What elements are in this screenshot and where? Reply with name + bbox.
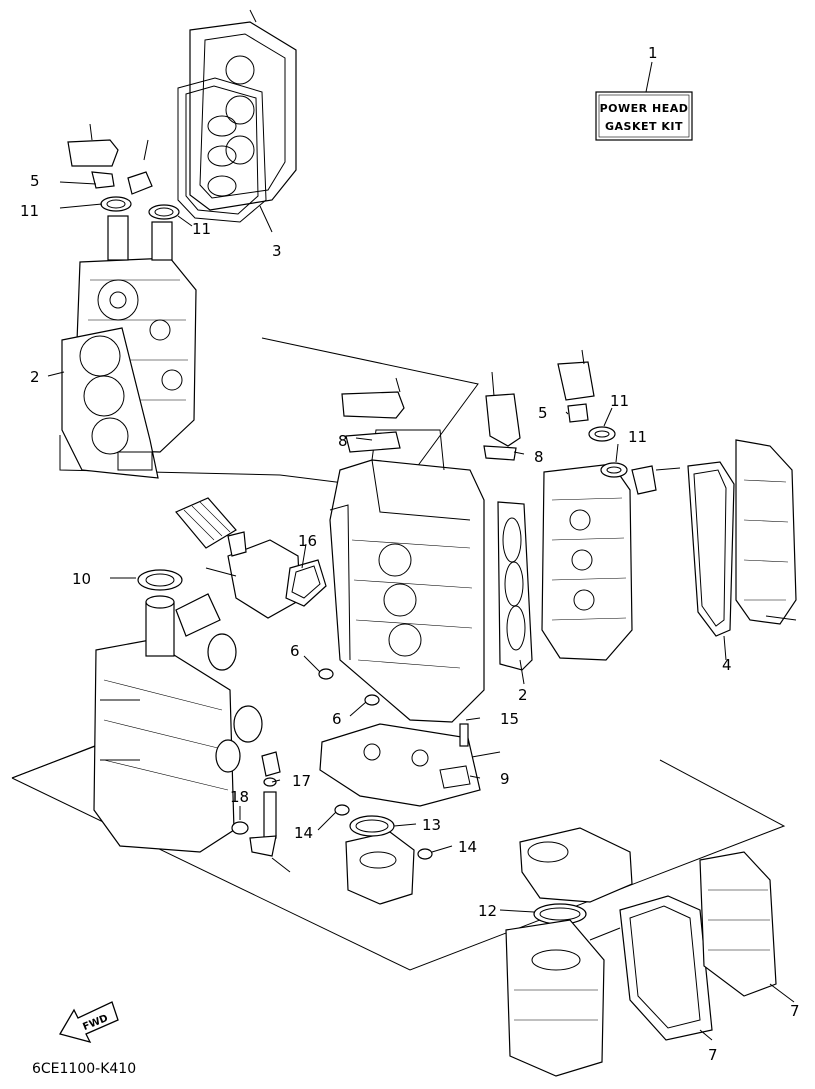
right-small-sensor xyxy=(631,465,681,495)
callout-14-right: 14 xyxy=(458,838,477,856)
callout-2-left: 2 xyxy=(30,368,40,386)
callout-15: 15 xyxy=(500,710,519,728)
o-rings-14 xyxy=(334,804,433,860)
callout-11-upper-right: 11 xyxy=(192,220,211,238)
lower-crankcase xyxy=(93,639,235,853)
callout-3: 3 xyxy=(272,242,282,260)
crankcase-gasket-9 xyxy=(319,723,481,807)
center-top-sensors xyxy=(341,371,521,461)
kit-box-line1: POWER HEAD xyxy=(600,102,689,115)
callout-13: 13 xyxy=(422,816,441,834)
callout-6-lower: 6 xyxy=(332,710,342,728)
kit-box-line2: GASKET KIT xyxy=(605,120,683,133)
right-sensor-5 xyxy=(567,403,589,423)
callout-1: 1 xyxy=(648,44,658,62)
intake-manifold-7b xyxy=(589,851,777,997)
upper-left-sensor xyxy=(67,123,153,195)
callout-12: 12 xyxy=(478,902,497,920)
right-oil-seal-a xyxy=(588,426,616,442)
callout-5-right: 5 xyxy=(538,404,548,422)
callout-16: 16 xyxy=(298,532,317,550)
callout-8-right: 8 xyxy=(534,448,544,466)
crankcase-block xyxy=(329,429,485,723)
oil-seal-10 xyxy=(137,569,183,591)
upper-left-oil-seal-b xyxy=(148,204,180,220)
exhaust-cover-gasket-4 xyxy=(687,461,735,637)
callout-11-mid-a: 11 xyxy=(610,392,629,410)
gasket-kit-box: POWER HEAD GASKET KIT xyxy=(595,91,693,141)
diagram-code: 6CE1100-K410 xyxy=(32,1061,136,1077)
throttle-body xyxy=(519,827,633,903)
thermostat-gasket-16 xyxy=(285,559,327,607)
oil-filter xyxy=(175,497,237,549)
callout-11-upper-left: 11 xyxy=(20,202,39,220)
leader-lines xyxy=(47,61,795,1041)
callout-4: 4 xyxy=(722,656,732,674)
callout-numbers: 1 2 2 3 4 5 5 6 6 7 7 8 8 9 10 11 11 11 … xyxy=(20,44,800,1064)
head-cover-part xyxy=(189,9,297,211)
center-right-head-gasket xyxy=(497,501,533,671)
callout-7-right: 7 xyxy=(790,1002,800,1020)
o-ring-13 xyxy=(349,815,395,837)
intake-silencer xyxy=(505,919,605,1077)
fwd-arrow-icon: FWD xyxy=(59,1001,119,1043)
callout-8-left: 8 xyxy=(338,432,348,450)
upper-left-oil-seal-a xyxy=(100,196,132,212)
callout-2-right: 2 xyxy=(518,686,528,704)
callout-6-upper: 6 xyxy=(290,642,300,660)
callout-17: 17 xyxy=(292,772,311,790)
callout-9: 9 xyxy=(500,770,510,788)
upper-left-head-gasket xyxy=(61,327,159,479)
callout-5-left: 5 xyxy=(30,172,40,190)
oil-strainer-parts xyxy=(231,751,291,873)
dowel-15 xyxy=(459,723,469,747)
crankshaft xyxy=(145,593,221,657)
callout-18: 18 xyxy=(230,788,249,806)
callout-11-mid-b: 11 xyxy=(628,428,647,446)
oil-pump-assembly xyxy=(345,831,415,905)
callout-10: 10 xyxy=(72,570,91,588)
o-rings-6 xyxy=(318,668,380,706)
right-cylinder-head xyxy=(541,349,633,661)
thermostat-cover xyxy=(205,531,301,619)
head-cover-gasket xyxy=(177,77,267,223)
exhaust-cover xyxy=(735,439,797,625)
callout-14-left: 14 xyxy=(294,824,313,842)
pistons xyxy=(207,633,263,773)
intake-manifold-gasket-7a xyxy=(619,895,713,1041)
callout-7-bottom: 7 xyxy=(708,1046,718,1064)
right-oil-seal-b xyxy=(600,462,628,478)
